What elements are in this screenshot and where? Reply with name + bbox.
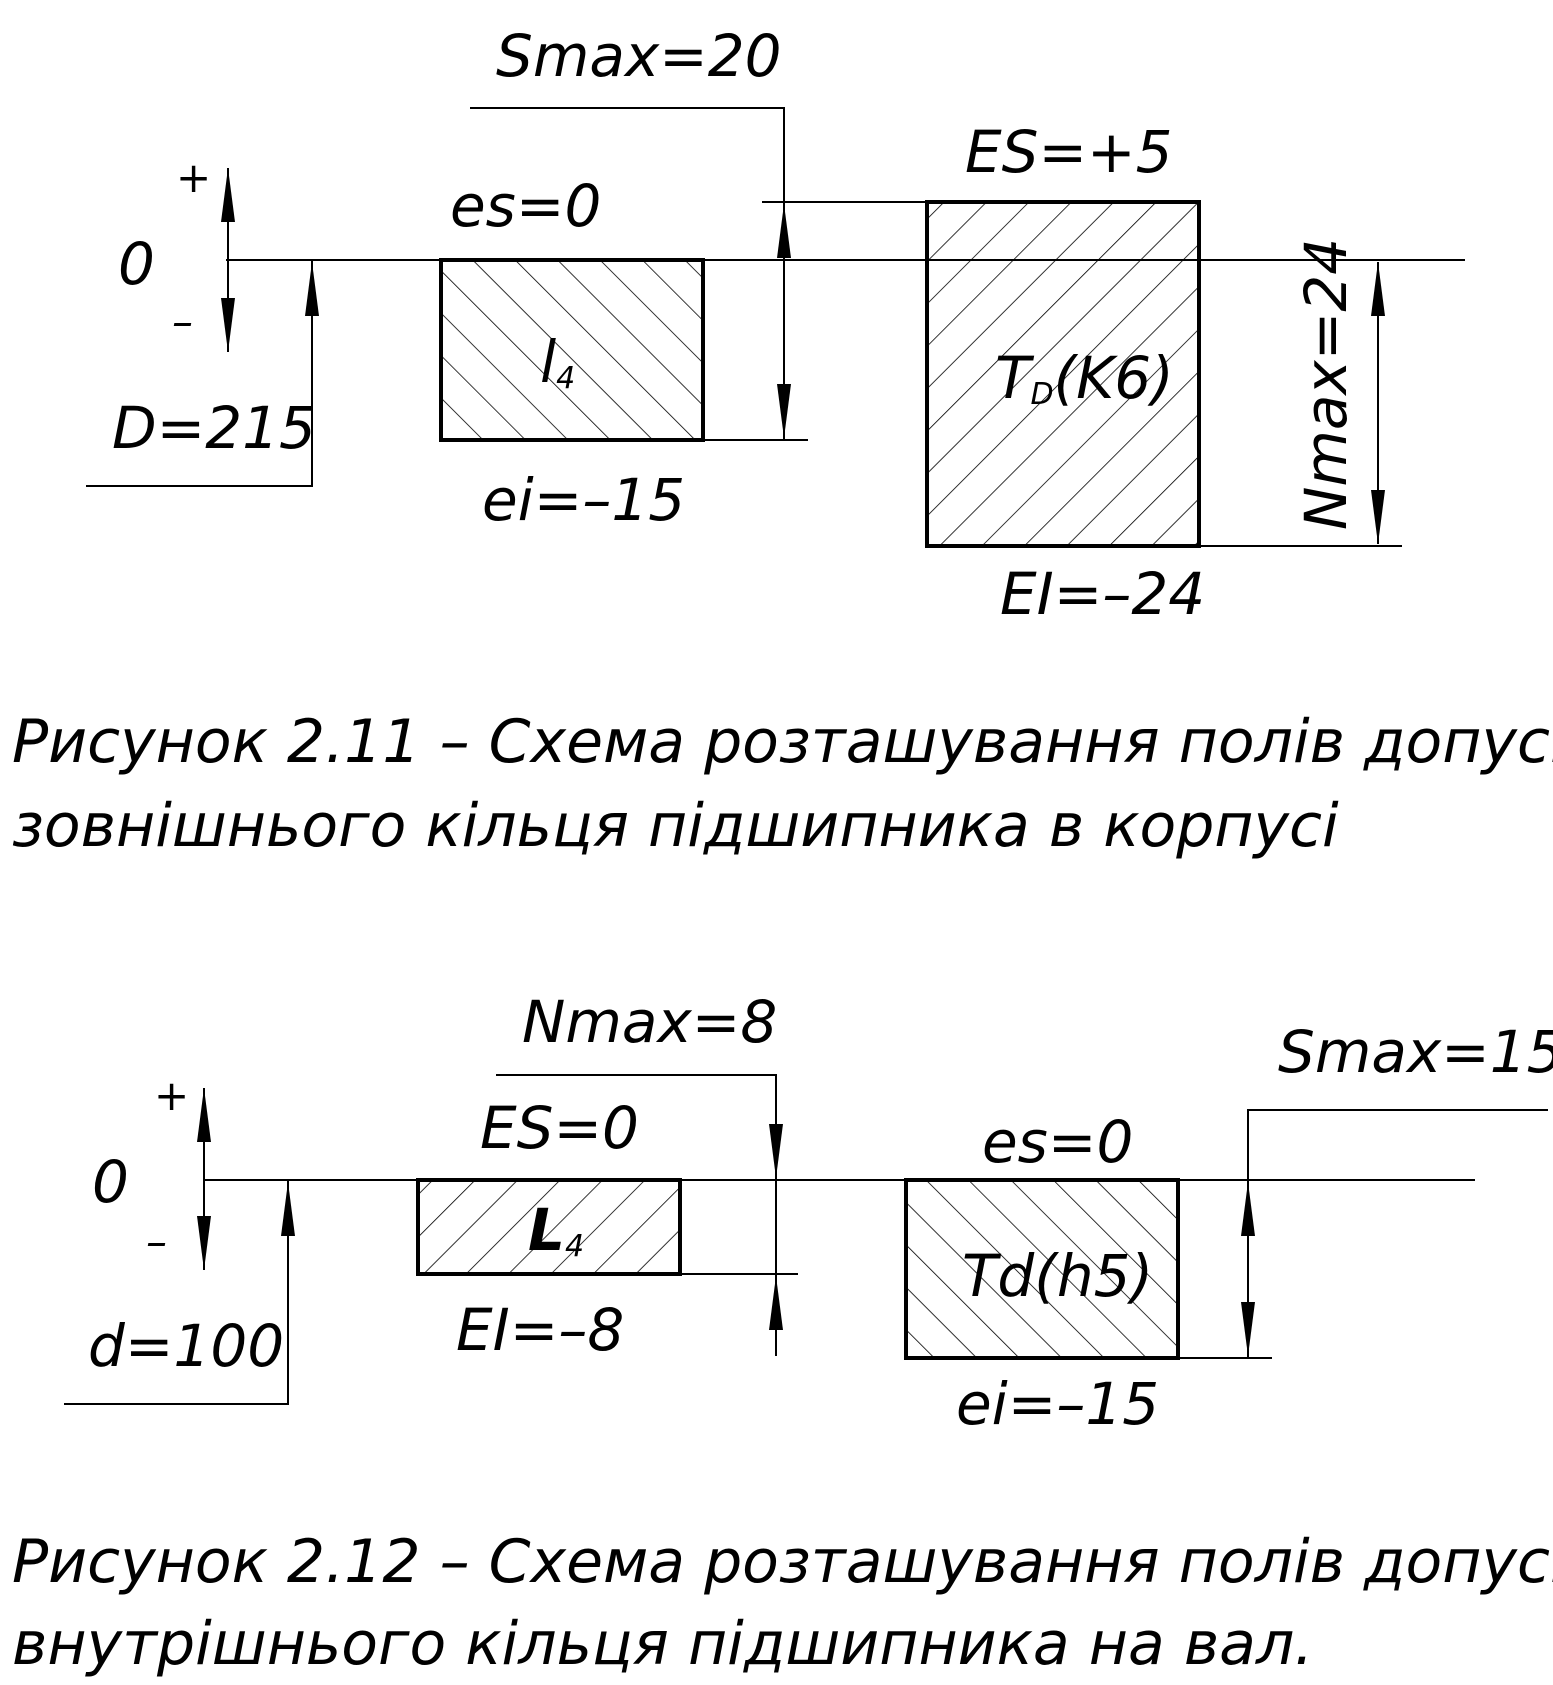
smax-arrow-bottom	[1241, 1302, 1255, 1356]
figure-2-11: + – 0 D=215 l4 es=0 ei=–15 Smax=20 TD(K6…	[12, 22, 1553, 861]
sign-axis-down-arrow	[221, 298, 235, 352]
ring-field-label: l4	[540, 328, 575, 396]
ring-ei-label: EI=–8	[456, 1296, 624, 1364]
ring-tolerance-field	[439, 258, 705, 442]
plus-sign: +	[176, 153, 211, 202]
minus-sign: –	[172, 297, 193, 346]
smax-arrow-top	[777, 204, 791, 258]
smax-leader	[470, 107, 785, 440]
shaft-ei-label: ei=–15	[956, 1370, 1159, 1438]
es-label: ES=+5	[965, 118, 1173, 186]
nmax-arrow-bottom	[1371, 490, 1385, 544]
plus-sign: +	[154, 1071, 189, 1120]
ei-housing-label: EI=–24	[1000, 560, 1205, 628]
smax-arrow-bottom	[777, 384, 791, 438]
sign-axis-down-arrow	[197, 1216, 211, 1270]
minus-sign: –	[146, 1217, 167, 1266]
caption-line-1: Рисунок 2.11 – Схема розташування полів …	[12, 707, 1553, 777]
diameter-arrow	[281, 1182, 295, 1236]
nmax-arrow-bottom	[769, 1276, 783, 1330]
nmax-label: Nmax=24	[1292, 238, 1360, 530]
diameter-leader	[86, 260, 313, 487]
diameter-label: d=100	[88, 1312, 284, 1380]
ring-es-label: ES=0	[480, 1094, 639, 1162]
smax-leader	[1247, 1109, 1548, 1358]
zero-label: 0	[92, 1148, 129, 1216]
shaft-tolerance-field	[904, 1178, 1180, 1360]
housing-tolerance-field	[925, 200, 1201, 548]
smax-label: Smax=20	[496, 22, 782, 90]
nmax-arrow-top	[769, 1124, 783, 1178]
shaft-es-label: es=0	[450, 172, 601, 240]
ei-label: ei=–15	[482, 466, 685, 534]
nmax-arrow-top	[1371, 262, 1385, 316]
figure-2-12: + – 0 d=100 L4 ES=0 EI=–8 Nmax=8 Td(h5) …	[12, 988, 1553, 1679]
ring-field-label: L4	[528, 1196, 584, 1264]
caption-line-2: внутрішнього кільця підшипника на вал.	[12, 1609, 1313, 1679]
caption-line-2: зовнішнього кільця підшипника в корпусі	[12, 791, 1339, 861]
shaft-es-label: es=0	[982, 1108, 1133, 1176]
smax-label: Smax=15	[1278, 1018, 1553, 1086]
shaft-field-label: Td(h5)	[962, 1242, 1153, 1310]
sign-axis-up-arrow	[221, 168, 235, 222]
housing-field-label: TD(K6)	[995, 344, 1174, 412]
diameter-label: D=215	[112, 394, 316, 462]
sign-axis-up-arrow	[197, 1088, 211, 1142]
nmax-label: Nmax=8	[522, 988, 777, 1056]
ring-tolerance-field	[416, 1178, 682, 1276]
smax-arrow-top	[1241, 1182, 1255, 1236]
diameter-leader	[64, 1180, 289, 1405]
zero-label: 0	[118, 230, 155, 298]
diameter-arrow	[305, 262, 319, 316]
nmax-leader	[496, 1074, 777, 1356]
caption-line-1: Рисунок 2.12 – Схема розташування полів …	[12, 1527, 1553, 1597]
